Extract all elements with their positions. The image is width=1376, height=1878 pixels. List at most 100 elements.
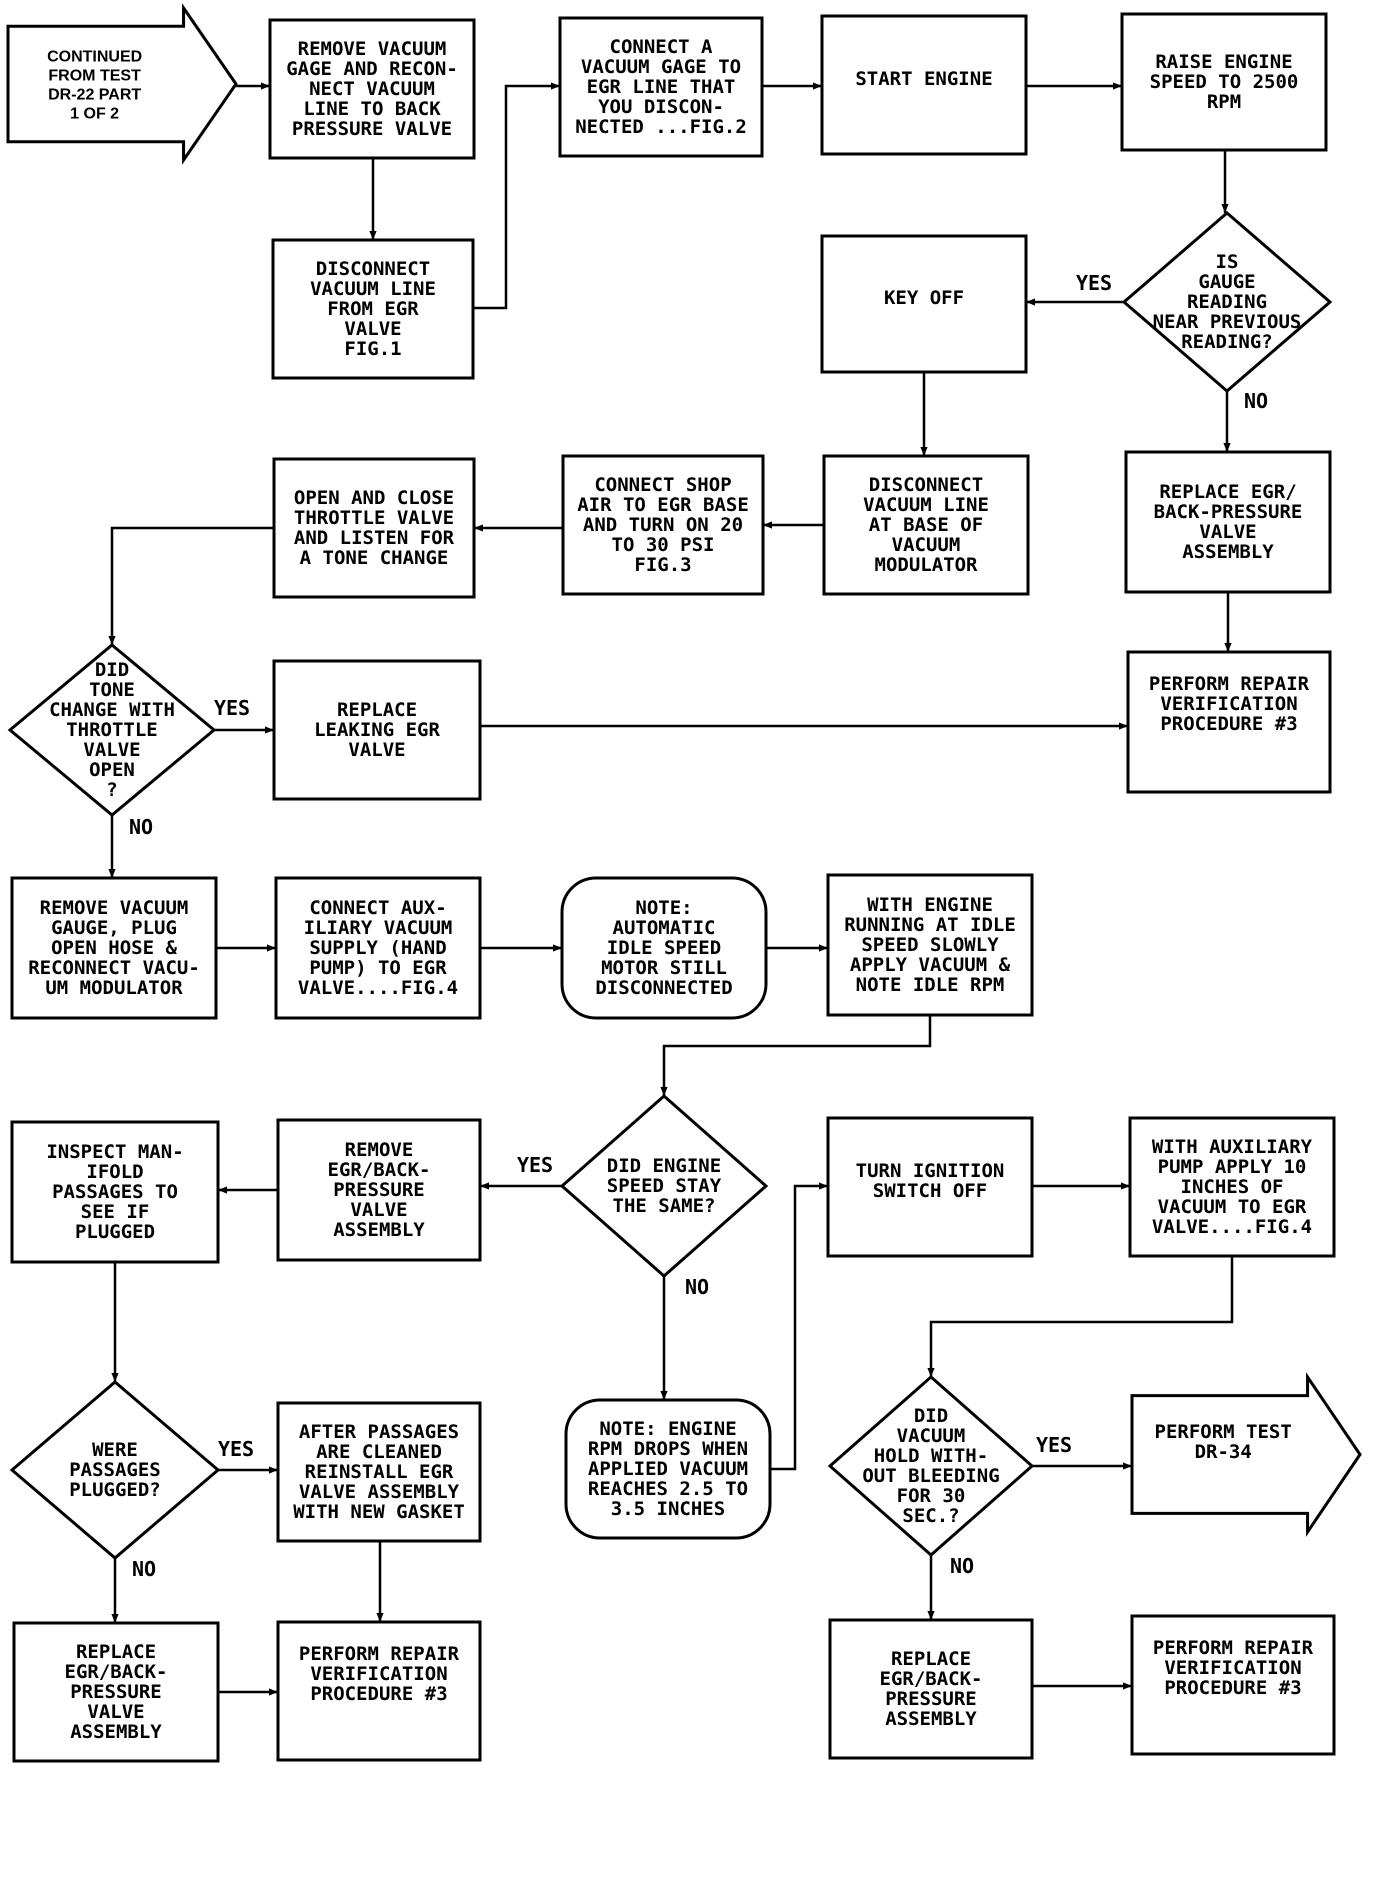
edge-label-no: NO (129, 815, 153, 839)
node-text-line: PRESSURE (333, 1179, 425, 1201)
node-text-line: DID ENGINE (607, 1155, 721, 1177)
node-text-line: RECONNECT VACU- (28, 957, 200, 979)
connector-n10-to-d2 (108, 526, 274, 645)
node-text-line: THE SAME? (613, 1195, 716, 1217)
node-text-line: SUPPLY (HAND (309, 937, 446, 959)
node-text-line: ASSEMBLY (885, 1708, 977, 1730)
node-text-line: AT BASE OF (869, 514, 983, 536)
node-text-line: CONNECT SHOP (594, 474, 731, 496)
node-text-line: AUTOMATIC (613, 917, 716, 939)
node-text-line: IFOLD (86, 1161, 143, 1183)
node-text-line: DISCONNECTED (595, 977, 732, 999)
node-text-line: WITH ENGINE (867, 894, 993, 916)
node-text-line: UM MODULATOR (45, 977, 183, 999)
node-shape (820, 234, 1028, 374)
node-text-line: EGR/BACK- (880, 1668, 983, 1690)
node-shape (1130, 1372, 1362, 1537)
node-shape (558, 16, 764, 158)
node-text-line: PROCEDURE #3 (1164, 1677, 1301, 1699)
node-shape (271, 238, 475, 380)
node-text-line: REPLACE (891, 1648, 971, 1670)
node-text-line: FROM EGR (327, 298, 419, 320)
edge-label-yes: YES (1076, 271, 1112, 295)
node-text-line: REMOVE (345, 1139, 414, 1161)
node-text-line: PERFORM TEST (1155, 1421, 1292, 1443)
node-text-line: CONTINUED (47, 49, 142, 66)
node-text-line: LEAKING EGR (314, 719, 440, 741)
node-text-line: GAUGE (1198, 271, 1255, 293)
node-text-line: PRESSURE (885, 1688, 977, 1710)
node-text-line: DR-22 PART (48, 87, 141, 104)
node-text-line: DISCONNECT (316, 258, 430, 280)
node-text-line: SEC.? (902, 1505, 959, 1527)
node-text-line: AND TURN ON 20 (583, 514, 743, 536)
node-shape (822, 454, 1030, 596)
node-text-line: PERFORM REPAIR (299, 1643, 460, 1665)
node-text-line: VALVE....FIG.4 (298, 977, 458, 999)
node-text-line: GAGE AND RECON- (286, 58, 458, 80)
node-text-line: PRESSURE VALVE (292, 118, 452, 140)
node-shape (826, 873, 1034, 1017)
node-shape (828, 1618, 1034, 1760)
connector-n2-to-n3 (473, 82, 560, 310)
node-shape (559, 1093, 769, 1279)
node-text-line: THROTTLE VALVE (294, 507, 454, 529)
node-text-line: REPLACE (76, 1641, 156, 1663)
node-text-line: RPM DROPS WHEN (588, 1438, 748, 1460)
node-text-line: NOTE IDLE RPM (856, 974, 1005, 996)
node-text-line: RAISE ENGINE (1155, 51, 1292, 73)
node-text-line: LINE TO BACK (303, 98, 441, 120)
node-text-line: REMOVE VACUUM (298, 38, 447, 60)
node-text-line: PASSAGES TO (52, 1181, 178, 1203)
node-text-line: OPEN (89, 759, 135, 781)
node-text-line: VALVE....FIG.4 (1152, 1216, 1312, 1238)
node-text-line: AIR TO EGR BASE (577, 494, 749, 516)
node-text-line: VACUUM TO EGR (1158, 1196, 1307, 1218)
node-text-line: SEE IF (81, 1201, 150, 1223)
node-text-line: DR-34 (1195, 1441, 1252, 1463)
node-text-line: EGR/BACK- (328, 1159, 431, 1181)
node-text-line: A TONE CHANGE (300, 547, 449, 569)
node-text-line: FROM TEST (48, 68, 141, 85)
node-text-line: PASSAGES (69, 1459, 161, 1481)
node-text-line: START ENGINE (855, 68, 992, 90)
edge-label-no: NO (685, 1275, 709, 1299)
node-text-line: TONE (89, 679, 135, 701)
node-text-line: ASSEMBLY (333, 1219, 425, 1241)
node-text-line: IS (1216, 251, 1239, 273)
node-text-line: HOLD WITH- (874, 1445, 988, 1467)
node-shape (10, 1120, 220, 1264)
node-text-line: VERIFICATION (1160, 693, 1297, 715)
node-text-line: EGR LINE THAT (587, 76, 736, 98)
node-shape (274, 876, 482, 1020)
node-shape (1120, 12, 1328, 152)
node-text-line: SPEED TO 2500 (1150, 71, 1299, 93)
node-shape (276, 1118, 482, 1262)
node-text-line: MODULATOR (875, 554, 979, 576)
connector-n24-to-d5 (927, 1256, 1234, 1377)
node-text-line: CONNECT AUX- (309, 897, 446, 919)
step-box-n6: KEY OFF (820, 234, 1028, 374)
node-text-line: KEY OFF (884, 287, 964, 309)
node-text-line: FOR 30 (897, 1485, 966, 1507)
node-text-line: INSPECT MAN- (46, 1141, 183, 1163)
node-text-line: VALVE (83, 739, 140, 761)
node-text-line: PUMP APPLY 10 (1158, 1156, 1307, 1178)
connector-n22-to-n23 (770, 1182, 828, 1471)
node-text-line: PROCEDURE #3 (310, 1683, 447, 1705)
